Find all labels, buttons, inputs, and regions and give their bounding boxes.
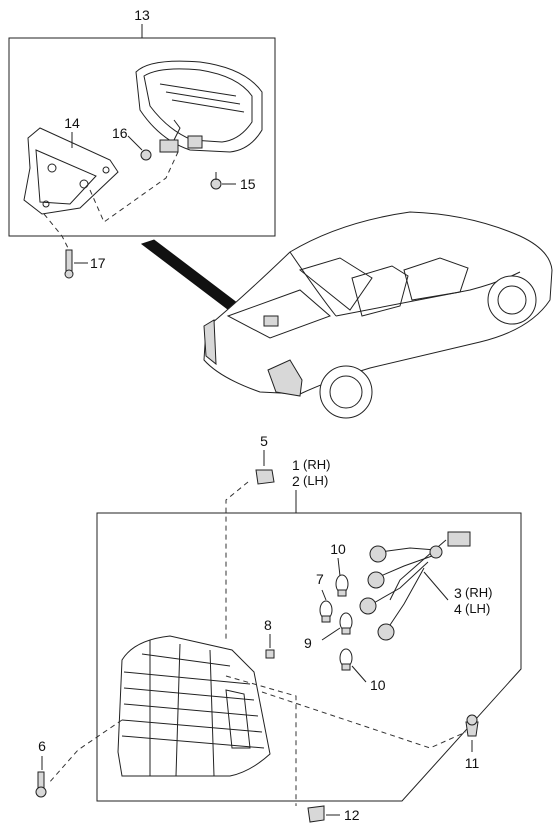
- rear-combination-lamp-section: 5 1 (RH) 2 (LH) 10 7: [35, 433, 522, 823]
- callout-8: 8: [264, 617, 272, 633]
- high-mount-stop-lamp-inset: 13 14 16 1: [8, 7, 276, 249]
- clip-12: [307, 805, 325, 823]
- callout-6: 6: [38, 738, 46, 754]
- callout-14: 14: [64, 115, 80, 131]
- callout-4-side: (LH): [465, 601, 490, 616]
- callout-9: 9: [304, 635, 312, 651]
- tail-lamp-assembly: [117, 635, 271, 777]
- stop-lamp-housing: [135, 60, 263, 153]
- stop-lamp-bracket: [23, 127, 119, 215]
- callout-2-side: (LH): [303, 473, 328, 488]
- bulb-9: [339, 612, 353, 635]
- inset-frame-lower: [96, 512, 522, 802]
- callout-10-lower: 10: [370, 677, 386, 693]
- callout-4: 4: [454, 601, 462, 617]
- callout-7: 7: [316, 571, 324, 587]
- callout-15: 15: [240, 176, 256, 192]
- callout-16: 16: [112, 125, 128, 141]
- callout-17: 17: [90, 255, 106, 271]
- callout-13: 13: [134, 7, 150, 23]
- clip-5: [255, 469, 275, 485]
- callout-12: 12: [344, 807, 360, 823]
- clip-11: [465, 714, 479, 737]
- callout-3: 3: [454, 585, 462, 601]
- bulb-10-upper: [335, 574, 349, 597]
- clip-8: [265, 649, 275, 659]
- callout-11: 11: [465, 755, 480, 771]
- callout-5: 5: [260, 433, 268, 449]
- screw-6: [35, 771, 47, 798]
- callout-1-side: (RH): [303, 457, 330, 472]
- socket-wiring-harness: [359, 531, 471, 641]
- screw-15: [210, 172, 222, 190]
- car-rear-view: [203, 211, 553, 419]
- callout-3-side: (RH): [465, 585, 492, 600]
- callout-1: 1: [292, 457, 300, 473]
- bulb-7: [319, 600, 333, 623]
- screw-17: [64, 249, 74, 279]
- bulb-10-lower: [339, 648, 353, 671]
- nut-16: [140, 149, 152, 161]
- callout-10-upper: 10: [330, 541, 346, 557]
- callout-2: 2: [292, 473, 300, 489]
